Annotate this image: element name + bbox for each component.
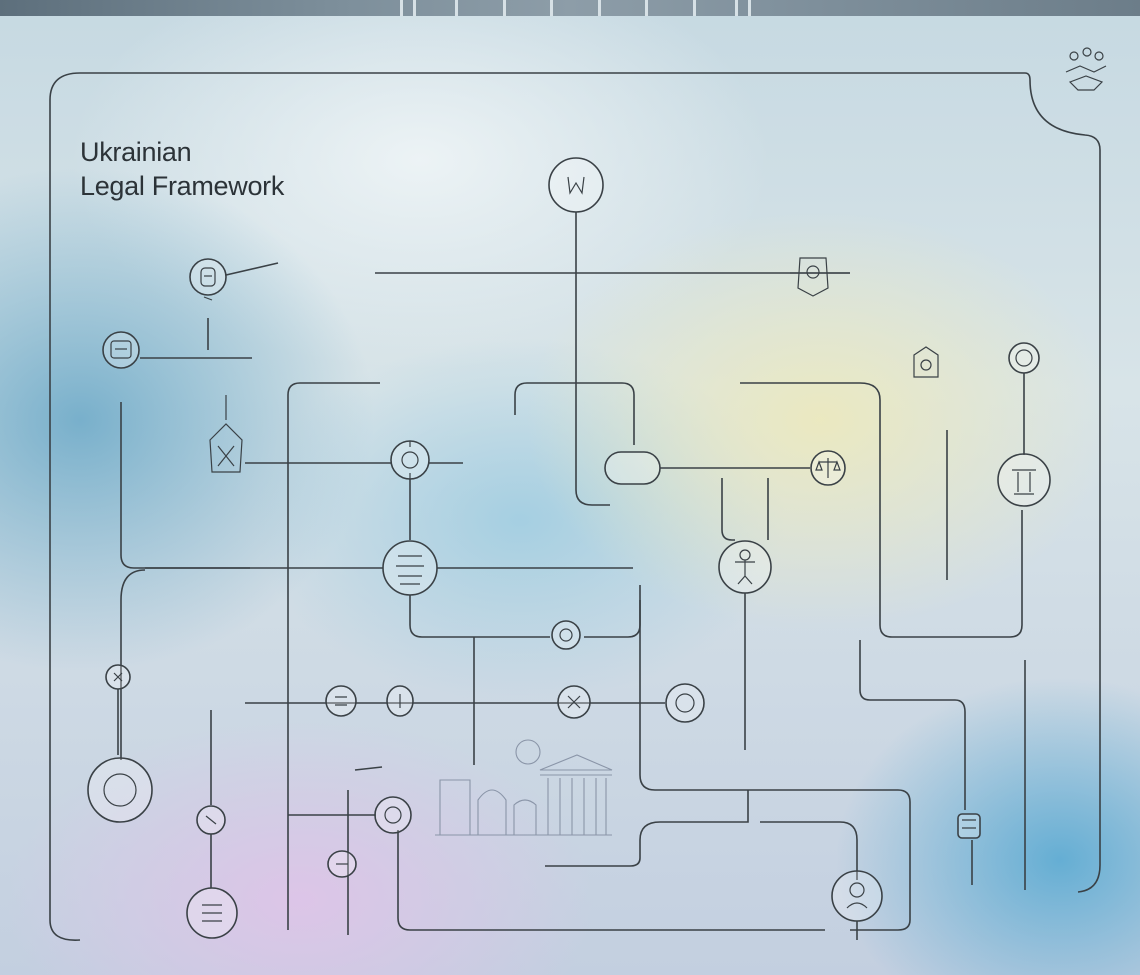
- pillar-node: [997, 453, 1051, 507]
- frame-border: [80, 72, 1101, 893]
- mid-bracket: [545, 790, 749, 867]
- small-node-icons: [103, 628, 976, 922]
- lower-loop: [639, 600, 911, 931]
- shield-trunk: [120, 402, 250, 569]
- small-node-center: [551, 620, 581, 650]
- letter-w-icon: [567, 176, 585, 195]
- left-trunk: [120, 569, 146, 760]
- right-loop: [740, 382, 1023, 638]
- person-icon: [846, 882, 868, 909]
- seal-node: [189, 258, 227, 296]
- frame-left: [49, 72, 81, 941]
- emblem-icon: [790, 257, 850, 297]
- fig-link-left: [721, 478, 735, 541]
- pill-node: [604, 451, 661, 485]
- right-badge: [957, 813, 981, 839]
- courthouse-icon: [435, 739, 613, 836]
- node-703-d: [665, 683, 705, 723]
- medal-icon: [1015, 349, 1033, 367]
- node-703-a: [325, 685, 357, 717]
- short-dash: [354, 766, 383, 771]
- hub-node: [382, 540, 438, 596]
- badge-icon: [913, 346, 939, 378]
- bottom-line: [397, 830, 825, 931]
- lantern-icon: [209, 395, 243, 473]
- compass-icon: [401, 441, 419, 479]
- hub-down: [409, 595, 550, 638]
- left-big-node: [87, 757, 153, 823]
- seal-link: [225, 262, 279, 276]
- shield-icon: [110, 340, 132, 359]
- medal-node: [1008, 342, 1040, 374]
- crest-icon-top-right: [1065, 47, 1107, 91]
- shield-node: [102, 331, 140, 369]
- top-fence-strip: [0, 0, 1140, 16]
- bracket-top: [514, 382, 635, 445]
- hub-icon: [396, 555, 424, 585]
- pillar-icon: [1012, 469, 1036, 495]
- seal-icon: [200, 267, 216, 301]
- scales-icon: [815, 458, 841, 478]
- loop-left: [287, 382, 380, 930]
- node-815: [374, 796, 412, 834]
- hub-loop-right: [584, 585, 641, 638]
- diagram-title-line1: Ukrainian: [80, 137, 192, 167]
- w-node: [548, 157, 604, 213]
- right-lower: [859, 640, 966, 810]
- to-person: [760, 821, 858, 880]
- person-node: [831, 870, 883, 922]
- figure-icon: [735, 549, 755, 585]
- w-stem-tail: [575, 489, 610, 506]
- diagram-title-line2: Legal Framework: [80, 171, 285, 201]
